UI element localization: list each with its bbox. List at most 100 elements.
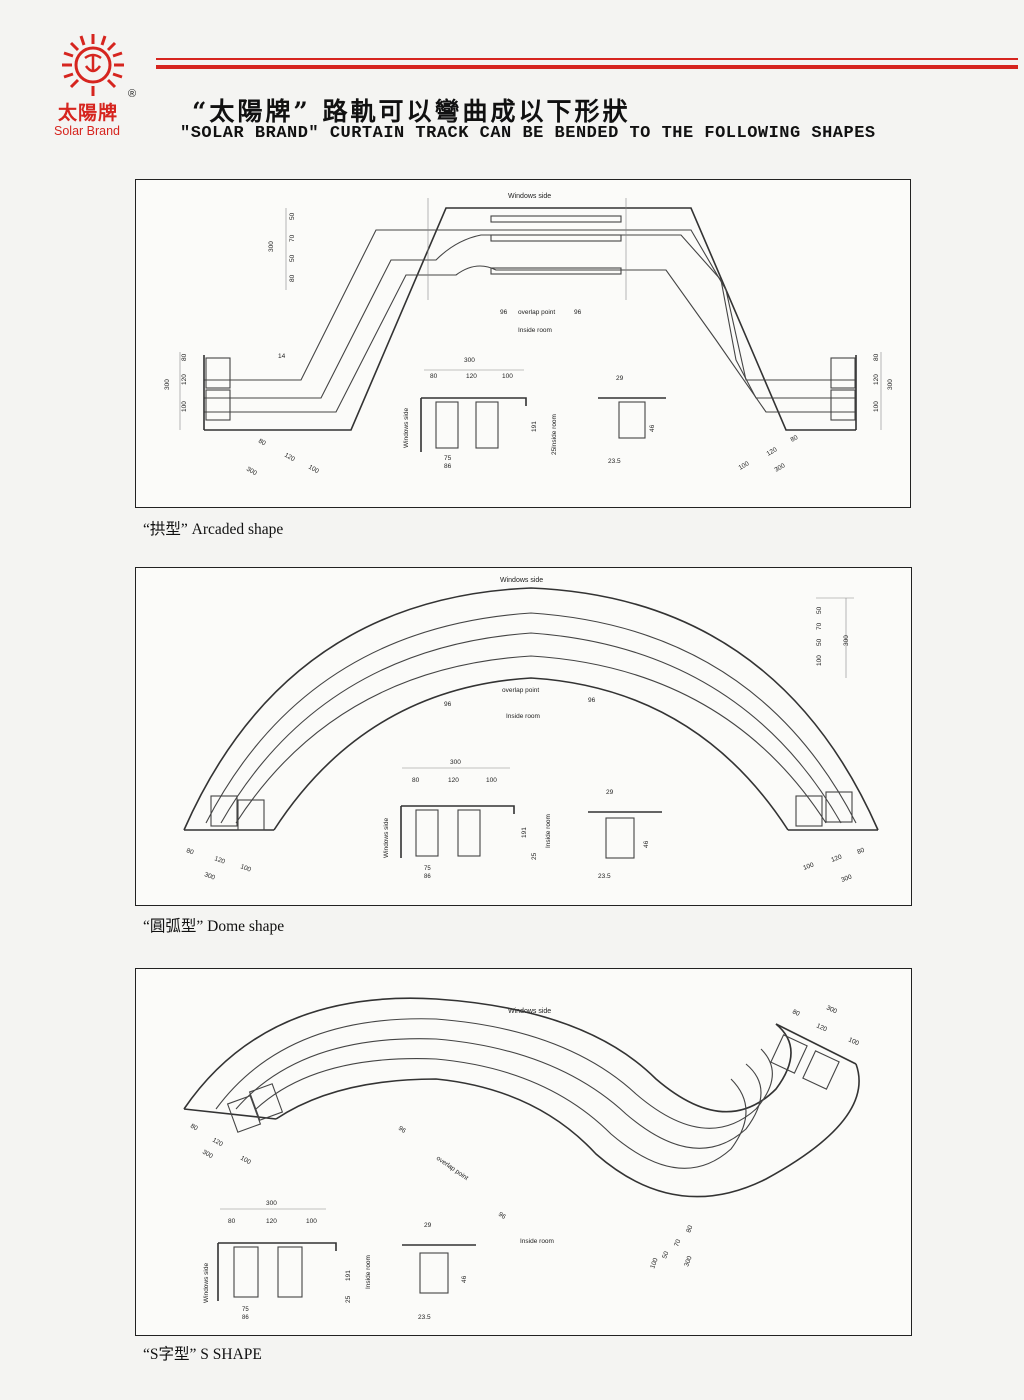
svg-text:Windows side: Windows side: [508, 193, 551, 200]
svg-text:120: 120: [181, 374, 188, 385]
svg-text:86: 86: [444, 463, 452, 470]
svg-text:80: 80: [790, 434, 800, 444]
svg-text:25: 25: [345, 1295, 352, 1303]
svg-text:29: 29: [616, 375, 624, 382]
svg-text:80: 80: [430, 373, 438, 380]
svg-text:191: 191: [345, 1270, 352, 1281]
svg-text:300: 300: [245, 466, 258, 478]
svg-text:50: 50: [289, 254, 296, 262]
svg-text:46: 46: [461, 1275, 468, 1283]
svg-text:300: 300: [203, 871, 216, 881]
svg-text:300: 300: [843, 635, 850, 646]
svg-text:300: 300: [887, 379, 894, 390]
caption-s-shape: “S字型” S SHAPE: [143, 1346, 262, 1363]
svg-text:300: 300: [774, 462, 787, 474]
svg-text:300: 300: [164, 379, 171, 390]
svg-text:25: 25: [551, 447, 558, 455]
svg-text:Inside room: Inside room: [551, 414, 558, 448]
svg-text:50: 50: [289, 212, 296, 220]
svg-text:300: 300: [268, 241, 275, 252]
dome-shape-diagram: Windows side overlap point 96 96 Inside …: [135, 567, 912, 906]
svg-text:80: 80: [791, 1008, 801, 1018]
svg-text:100: 100: [847, 1036, 860, 1047]
svg-text:29: 29: [606, 789, 614, 796]
svg-text:300: 300: [683, 1255, 693, 1268]
svg-text:Windows side: Windows side: [203, 1263, 210, 1303]
caption-dome-shape: “圓弧型” Dome shape: [143, 918, 285, 935]
svg-text:14: 14: [278, 353, 286, 360]
svg-text:50: 50: [816, 606, 823, 614]
page-title-zh: “太陽牌” 路軌可以彎曲成以下形狀: [192, 97, 631, 126]
svg-text:Inside room: Inside room: [545, 814, 552, 848]
svg-text:80: 80: [185, 847, 195, 856]
svg-text:100: 100: [239, 1155, 252, 1167]
svg-text:Windows side: Windows side: [500, 577, 543, 584]
svg-text:100: 100: [486, 777, 497, 784]
svg-text:120: 120: [873, 374, 880, 385]
svg-text:Inside room: Inside room: [365, 1255, 372, 1289]
svg-text:80: 80: [181, 353, 188, 361]
svg-text:300: 300: [840, 873, 853, 883]
s-shape-diagram: Windows side 96 overlap point 96 Inside …: [135, 968, 912, 1336]
svg-text:23.5: 23.5: [418, 1314, 431, 1321]
svg-text:86: 86: [242, 1315, 249, 1321]
svg-text:300: 300: [464, 357, 475, 364]
svg-text:25: 25: [531, 852, 538, 860]
svg-text:80: 80: [257, 438, 267, 448]
svg-text:Windows side: Windows side: [508, 1008, 551, 1015]
svg-text:overlap point: overlap point: [518, 309, 555, 316]
svg-text:80: 80: [412, 777, 420, 784]
svg-text:®: ®: [128, 88, 136, 100]
brand-name-zh: 太陽牌: [58, 102, 119, 124]
svg-text:100: 100: [306, 1218, 317, 1225]
svg-text:300: 300: [201, 1149, 214, 1161]
svg-text:96: 96: [444, 701, 452, 708]
svg-text:100: 100: [802, 861, 815, 871]
svg-text:300: 300: [825, 1004, 838, 1015]
svg-text:46: 46: [643, 840, 650, 848]
svg-text:overlap point: overlap point: [435, 1155, 470, 1182]
svg-text:Inside room: Inside room: [506, 713, 540, 720]
svg-text:70: 70: [816, 622, 823, 630]
svg-text:50: 50: [661, 1250, 670, 1260]
svg-text:100: 100: [738, 460, 751, 472]
solar-brand-logo: ®: [62, 34, 136, 100]
svg-text:70: 70: [289, 234, 296, 242]
caption-arcaded-shape: “拱型” Arcaded shape: [143, 521, 284, 538]
svg-text:120: 120: [213, 855, 226, 865]
svg-text:75: 75: [424, 866, 431, 872]
svg-text:80: 80: [873, 353, 880, 361]
svg-text:Windows side: Windows side: [403, 408, 410, 448]
header-rule-thick: [156, 65, 1018, 69]
svg-text:100: 100: [307, 464, 320, 476]
svg-text:120: 120: [283, 452, 296, 464]
svg-text:80: 80: [289, 274, 296, 282]
svg-text:29: 29: [424, 1222, 432, 1229]
arcaded-shape-diagram: Windows side 300 50 70 50 80 300 80 120 …: [135, 179, 911, 508]
svg-text:120: 120: [466, 373, 477, 380]
svg-text:80: 80: [228, 1218, 236, 1225]
svg-text:Windows side: Windows side: [383, 818, 390, 858]
svg-text:120: 120: [266, 1218, 277, 1225]
svg-text:80: 80: [189, 1123, 199, 1133]
svg-text:75: 75: [444, 455, 452, 462]
svg-text:96: 96: [397, 1125, 407, 1135]
svg-text:120: 120: [448, 777, 459, 784]
svg-text:overlap point: overlap point: [502, 687, 539, 694]
svg-text:96: 96: [588, 697, 596, 704]
svg-text:86: 86: [424, 874, 431, 880]
svg-text:100: 100: [502, 373, 513, 380]
header-rule-thin: [156, 58, 1018, 60]
svg-text:75: 75: [242, 1307, 249, 1313]
svg-text:46: 46: [649, 424, 656, 432]
svg-text:Inside room: Inside room: [518, 327, 552, 334]
svg-text:80: 80: [856, 847, 866, 856]
svg-text:120: 120: [830, 853, 843, 863]
svg-text:96: 96: [497, 1211, 507, 1221]
svg-text:23.5: 23.5: [608, 458, 621, 465]
svg-text:80: 80: [685, 1224, 694, 1234]
svg-text:100: 100: [649, 1257, 659, 1270]
svg-text:100: 100: [239, 863, 252, 873]
svg-text:100: 100: [873, 401, 880, 412]
svg-text:191: 191: [521, 827, 528, 838]
